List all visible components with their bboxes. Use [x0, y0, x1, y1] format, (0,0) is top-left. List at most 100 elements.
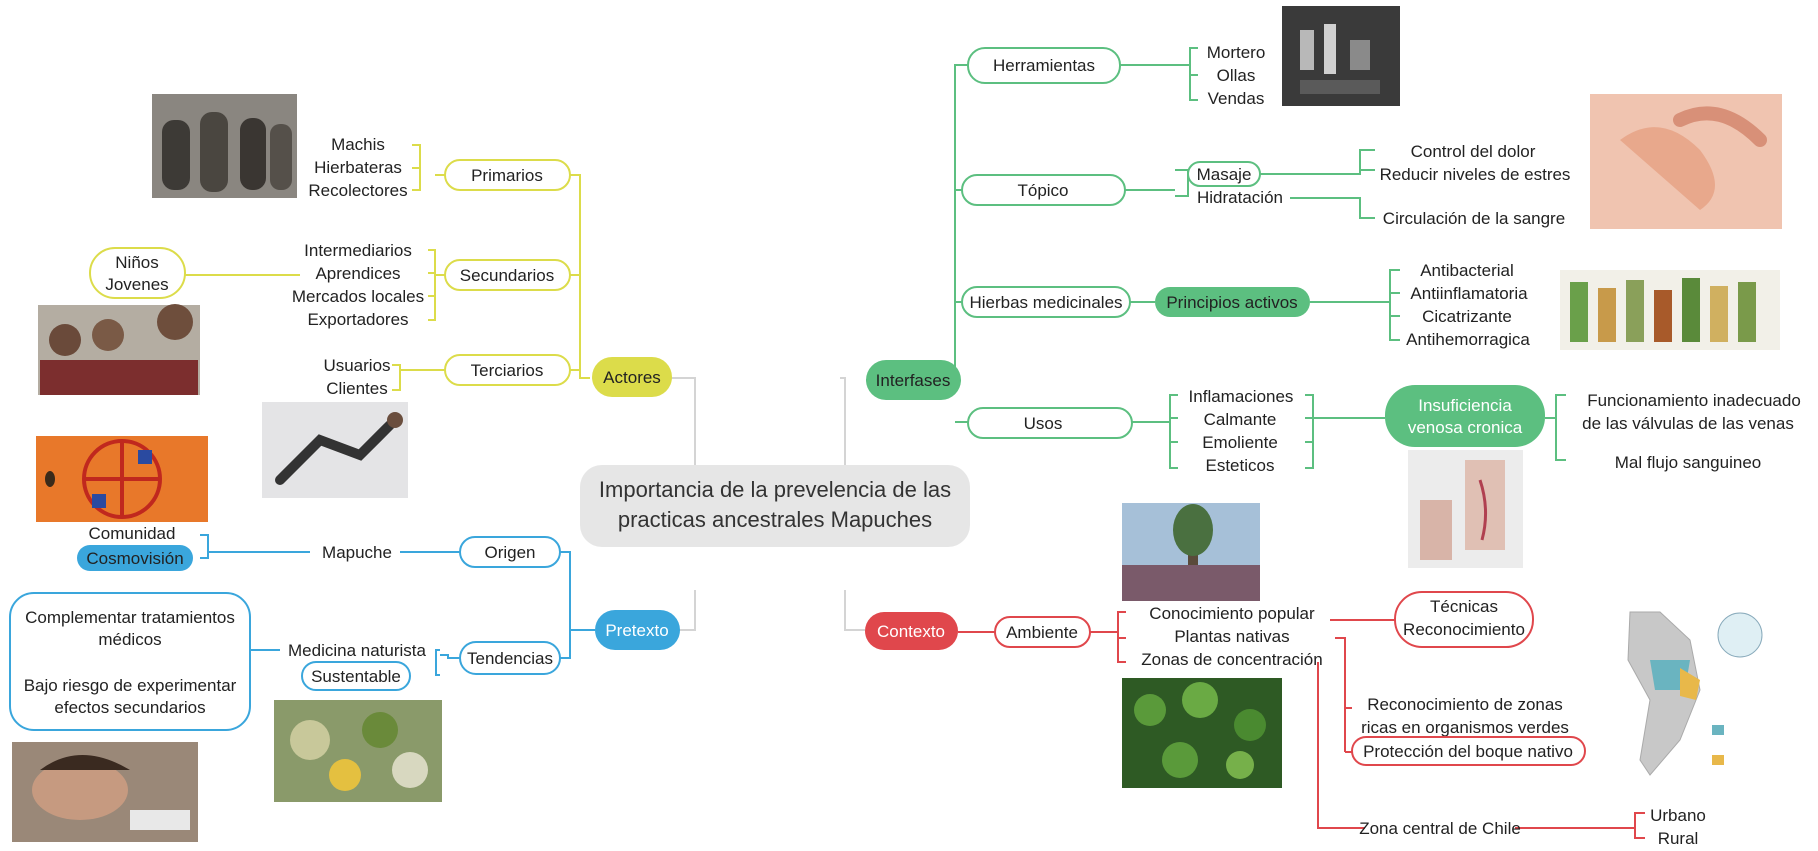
item-machis: Machis	[331, 135, 385, 154]
node-contexto[interactable]: Contexto	[865, 612, 958, 650]
node-actores-label: Actores	[603, 368, 661, 387]
branch-contexto: Contexto Ambiente Conocimiento popular P…	[865, 591, 1706, 848]
node-primarios[interactable]: Primarios	[444, 159, 571, 191]
node-tendencias-label: Tendencias	[467, 649, 553, 668]
insuf-line1: Insuficiencia	[1418, 396, 1512, 415]
item-cosmovision: Cosmovisión	[86, 549, 183, 568]
node-sustentable[interactable]: Sustentable	[301, 661, 411, 691]
item-antihemorragica: Antihemorragica	[1406, 330, 1530, 349]
item-zona-central: Zona central de Chile	[1359, 819, 1521, 838]
item-control-dolor: Control del dolor	[1411, 142, 1536, 161]
item-vendas: Vendas	[1208, 89, 1265, 108]
item-funcionamiento: Funcionamiento inadecuado	[1587, 391, 1801, 410]
text-efectos: efectos secundarios	[54, 698, 205, 717]
item-circulacion: Circulación de la sangre	[1383, 209, 1565, 228]
massage-photo	[1590, 94, 1782, 229]
node-hierbas-medicinales[interactable]: Hierbas medicinales	[961, 286, 1131, 318]
node-cosmovision[interactable]: Cosmovisión	[77, 545, 193, 571]
node-terciarios[interactable]: Terciarios	[444, 354, 571, 386]
item-mal-flujo: Mal flujo sanguineo	[1615, 453, 1761, 472]
node-ambiente[interactable]: Ambiente	[994, 616, 1091, 648]
item-ricas-organismos: ricas en organismos verdes	[1361, 718, 1569, 737]
sleeping-person-photo	[12, 742, 198, 842]
node-beneficios-box[interactable]: Complementar tratamientos médicos Bajo r…	[9, 592, 251, 731]
node-masaje-label: Masaje	[1197, 165, 1252, 184]
elders-photo	[152, 94, 297, 198]
node-topico[interactable]: Tópico	[961, 174, 1126, 206]
node-usos[interactable]: Usos	[967, 407, 1133, 439]
node-insuficiencia-venosa[interactable]: Insuficiencia venosa cronica	[1385, 385, 1545, 447]
item-antibacterial: Antibacterial	[1420, 261, 1514, 280]
cosmovision-symbol	[36, 436, 208, 522]
item-jovenes: Jovenes	[105, 275, 168, 294]
item-tecnicas: Técnicas	[1430, 597, 1498, 616]
node-pretexto[interactable]: Pretexto	[595, 610, 680, 650]
node-origen-label: Origen	[484, 543, 535, 562]
node-secundarios[interactable]: Secundarios	[444, 259, 571, 291]
item-antiinflamatoria: Antiinflamatoria	[1410, 284, 1528, 303]
item-clientes: Clientes	[326, 379, 387, 398]
node-contexto-label: Contexto	[877, 622, 945, 641]
central-topic-line1: Importancia de la prevelencia de las	[599, 477, 951, 502]
node-origen[interactable]: Origen	[459, 536, 561, 568]
veins-photo	[1408, 450, 1523, 568]
item-plantas-nativas: Plantas nativas	[1174, 627, 1289, 646]
node-masaje[interactable]: Masaje	[1187, 161, 1261, 187]
item-exportadores: Exportadores	[307, 310, 408, 329]
node-interfases[interactable]: Interfases	[866, 360, 961, 400]
item-emoliente: Emoliente	[1202, 433, 1278, 452]
item-usuarios: Usuarios	[323, 356, 390, 375]
insuf-line2: venosa cronica	[1408, 418, 1523, 437]
item-mortero: Mortero	[1207, 43, 1266, 62]
herb-jars-photo	[1560, 270, 1780, 350]
node-herramientas[interactable]: Herramientas	[967, 47, 1121, 84]
node-ninos-jovenes[interactable]: Niños Jovenes	[89, 247, 186, 299]
item-reducir-estres: Reducir niveles de estres	[1380, 165, 1571, 184]
item-reconocimiento: Reconocimiento	[1403, 620, 1525, 639]
item-aprendices: Aprendices	[315, 264, 400, 283]
native-forest-photo	[1122, 678, 1282, 788]
children-photo	[38, 304, 200, 395]
tools-photo	[1282, 6, 1400, 106]
item-calmante: Calmante	[1204, 410, 1277, 429]
node-principios-activos[interactable]: Principios activos	[1155, 287, 1310, 317]
node-actores[interactable]: Actores	[592, 357, 672, 397]
item-urbano: Urbano	[1650, 806, 1706, 825]
node-tecnicas[interactable]: Técnicas Reconocimiento	[1394, 591, 1534, 648]
crowd-tree-photo	[1122, 503, 1260, 601]
text-bajo-riesgo: Bajo riesgo de experimentar	[24, 676, 237, 695]
connector-lines	[180, 47, 1645, 839]
item-ollas: Ollas	[1217, 66, 1256, 85]
text-medicos: médicos	[98, 630, 161, 649]
item-zonas-concentracion: Zonas de concentración	[1141, 650, 1322, 669]
item-reconocimiento-zonas: Reconocimiento de zonas	[1367, 695, 1563, 714]
node-proteccion[interactable]: Protección del boque nativo	[1351, 736, 1586, 766]
node-pretexto-label: Pretexto	[605, 621, 668, 640]
herbs-photo	[274, 700, 442, 802]
item-intermediarios: Intermediarios	[304, 241, 412, 260]
branch-pretexto: Pretexto Origen Mapuche Comunidad Cosmov…	[9, 524, 680, 731]
node-interfases-label: Interfases	[876, 371, 951, 390]
item-recolectores: Recolectores	[308, 181, 407, 200]
item-medicina-naturista: Medicina naturista	[288, 641, 427, 660]
node-topico-label: Tópico	[1017, 181, 1068, 200]
item-comunidad: Comunidad	[89, 524, 176, 543]
item-cicatrizante: Cicatrizante	[1422, 307, 1512, 326]
node-principios-label: Principios activos	[1166, 293, 1297, 312]
node-usos-label: Usos	[1024, 414, 1063, 433]
central-topic[interactable]: Importancia de la prevelencia de las pra…	[580, 465, 970, 547]
node-tendencias[interactable]: Tendencias	[459, 641, 561, 675]
node-ambiente-label: Ambiente	[1006, 623, 1078, 642]
node-herramientas-label: Herramientas	[993, 56, 1095, 75]
item-sustentable: Sustentable	[311, 667, 401, 686]
chile-map	[1605, 605, 1777, 783]
item-proteccion: Protección del boque nativo	[1363, 742, 1573, 761]
node-hierbas-label: Hierbas medicinales	[969, 293, 1122, 312]
item-ninos: Niños	[115, 253, 158, 272]
node-primarios-label: Primarios	[471, 166, 543, 185]
item-hidratacion: Hidratación	[1197, 188, 1283, 207]
item-hierbateras: Hierbateras	[314, 158, 402, 177]
item-inflamaciones: Inflamaciones	[1189, 387, 1294, 406]
